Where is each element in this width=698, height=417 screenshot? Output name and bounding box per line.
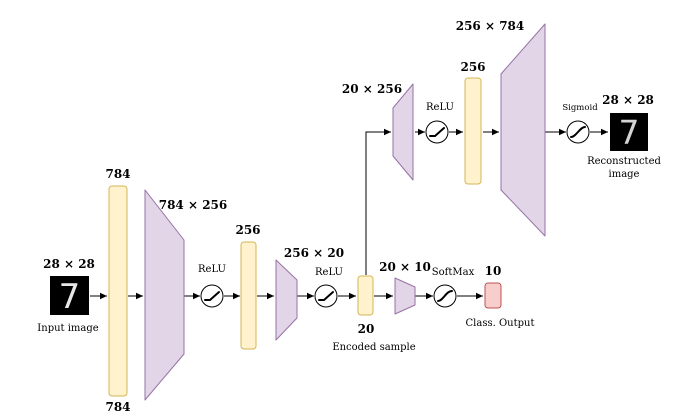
relu-icon (425, 120, 449, 144)
reconstructed-dim: 28 × 28 (602, 93, 654, 107)
layer-784x256 (144, 189, 185, 401)
relu-activation-2 (314, 284, 338, 308)
relu-curve (318, 291, 334, 301)
vector-dec-256-dim: 256 (460, 60, 485, 74)
sigmoid-curve (570, 126, 586, 138)
layer-20x256-dim: 20 × 256 (342, 82, 402, 96)
reconstructed-image-tile (610, 113, 648, 151)
layer-20x256 (392, 83, 414, 181)
relu-3-label: ReLU (426, 102, 454, 113)
vector-784 (108, 185, 128, 397)
relu-activation-3 (425, 120, 449, 144)
connectors (90, 128, 608, 300)
class-output (484, 282, 502, 309)
layer-20x10-dim: 20 × 10 (379, 260, 431, 274)
class-output-caption: Class. Output (466, 318, 535, 329)
class-output-dim: 10 (485, 264, 502, 278)
vector-encoded-20 (357, 275, 374, 316)
relu-icon (314, 284, 338, 308)
vector-784-dim-bottom: 784 (105, 400, 130, 414)
relu-curve (204, 291, 220, 301)
reconstructed-image: 7 (610, 113, 648, 152)
vector-256 (240, 241, 257, 350)
relu-icon (200, 284, 224, 308)
input-digit: 7 (59, 277, 81, 317)
reconstructed-digit: 7 (619, 113, 640, 152)
arrow-encoded-to-decoder (365, 128, 391, 275)
sigmoid-label: Sigmoid (562, 103, 598, 113)
reconstructed-caption-line2: image (609, 169, 640, 180)
layer-784x256-dim: 784 × 256 (159, 198, 228, 212)
sigmoid-activation (566, 120, 590, 144)
encoded-dim: 20 (358, 322, 375, 336)
layer-256x784-dim: 256 × 784 (456, 19, 525, 33)
encoded-caption: Encoded sample (332, 342, 415, 353)
input-image: 7 (50, 276, 89, 317)
reconstructed-caption-line1: Reconstructed (587, 156, 661, 167)
input-image-tile (50, 276, 89, 315)
layer-256x20 (275, 259, 298, 341)
softmax-label: SoftMax (432, 267, 475, 278)
vector-dec-256 (464, 77, 482, 185)
softmax-curve (437, 290, 453, 302)
layer-20x10 (394, 277, 416, 315)
relu-2-label: ReLU (315, 267, 343, 278)
relu-curve (429, 127, 445, 137)
softmax-activation (433, 284, 457, 308)
relu-activation-1 (200, 284, 224, 308)
input-caption: Input image (37, 323, 98, 334)
vector-256-dim: 256 (235, 223, 260, 237)
layer-256x20-dim: 256 × 20 (284, 246, 344, 260)
vector-784-dim-top: 784 (105, 167, 130, 181)
layer-256x784 (500, 23, 546, 237)
input-dim-label: 28 × 28 (43, 257, 95, 271)
relu-1-label: ReLU (198, 264, 226, 275)
